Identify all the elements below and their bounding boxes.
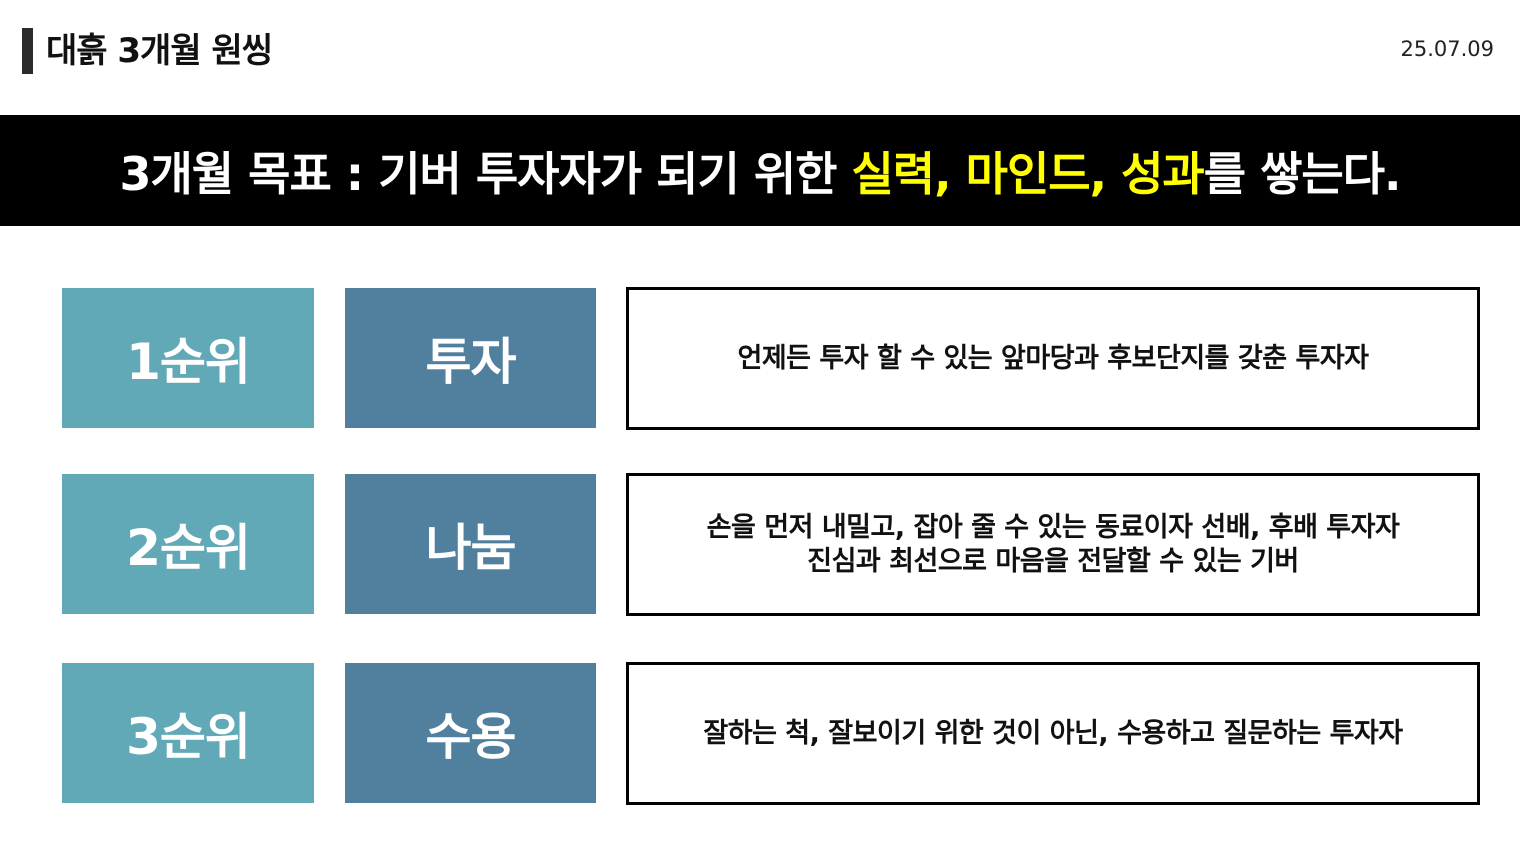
category-box: 투자 — [345, 288, 596, 428]
goal-statement: 3개월 목표 : 기버 투자자가 되기 위한 실력, 마인드, 성과를 쌓는다. — [119, 138, 1402, 204]
priority-row-1: 1순위 투자 언제든 투자 할 수 있는 앞마당과 후보단지를 갖춘 투자자 — [62, 287, 1480, 430]
description-line: 잘하는 척, 잘보이기 위한 것이 아닌, 수용하고 질문하는 투자자 — [703, 717, 1403, 749]
goal-prefix: 3개월 목표 : 기버 투자자가 되기 위한 — [119, 146, 852, 201]
page-title: 대흙 3개월 원씽 — [46, 31, 273, 71]
description-line: 언제든 투자 할 수 있는 앞마당과 후보단지를 갖춘 투자자 — [737, 342, 1369, 374]
priority-row-3: 3순위 수용 잘하는 척, 잘보이기 위한 것이 아닌, 수용하고 질문하는 투… — [62, 662, 1480, 805]
date-label: 25.07.09 — [1400, 37, 1494, 61]
description-box: 잘하는 척, 잘보이기 위한 것이 아닌, 수용하고 질문하는 투자자 — [626, 662, 1480, 805]
title-accent-bar — [22, 28, 33, 74]
goal-highlight-separator: , — [1089, 146, 1122, 201]
rank-box: 2순위 — [62, 474, 314, 614]
category-box: 수용 — [345, 663, 596, 803]
description-line: 손을 먼저 내밀고, 잡아 줄 수 있는 동료이자 선배, 후배 투자자 — [706, 511, 1400, 543]
description-line: 진심과 최선으로 마음을 전달할 수 있는 기버 — [807, 545, 1299, 577]
priority-row-2: 2순위 나눔 손을 먼저 내밀고, 잡아 줄 수 있는 동료이자 선배, 후배 … — [62, 473, 1480, 616]
goal-highlight-mind: 마인드 — [965, 146, 1091, 201]
category-box: 나눔 — [345, 474, 596, 614]
description-box: 언제든 투자 할 수 있는 앞마당과 후보단지를 갖춘 투자자 — [626, 287, 1480, 430]
goal-banner: 3개월 목표 : 기버 투자자가 되기 위한 실력, 마인드, 성과를 쌓는다. — [0, 115, 1520, 226]
rank-box: 1순위 — [62, 288, 314, 428]
goal-suffix: 를 쌓는다. — [1203, 146, 1402, 201]
goal-highlight-skill: 실력 — [851, 146, 935, 201]
goal-highlight-separator: , — [934, 146, 966, 201]
rank-box: 3순위 — [62, 663, 314, 803]
description-box: 손을 먼저 내밀고, 잡아 줄 수 있는 동료이자 선배, 후배 투자자 진심과… — [626, 473, 1480, 616]
goal-highlight-result: 성과 — [1121, 146, 1205, 201]
